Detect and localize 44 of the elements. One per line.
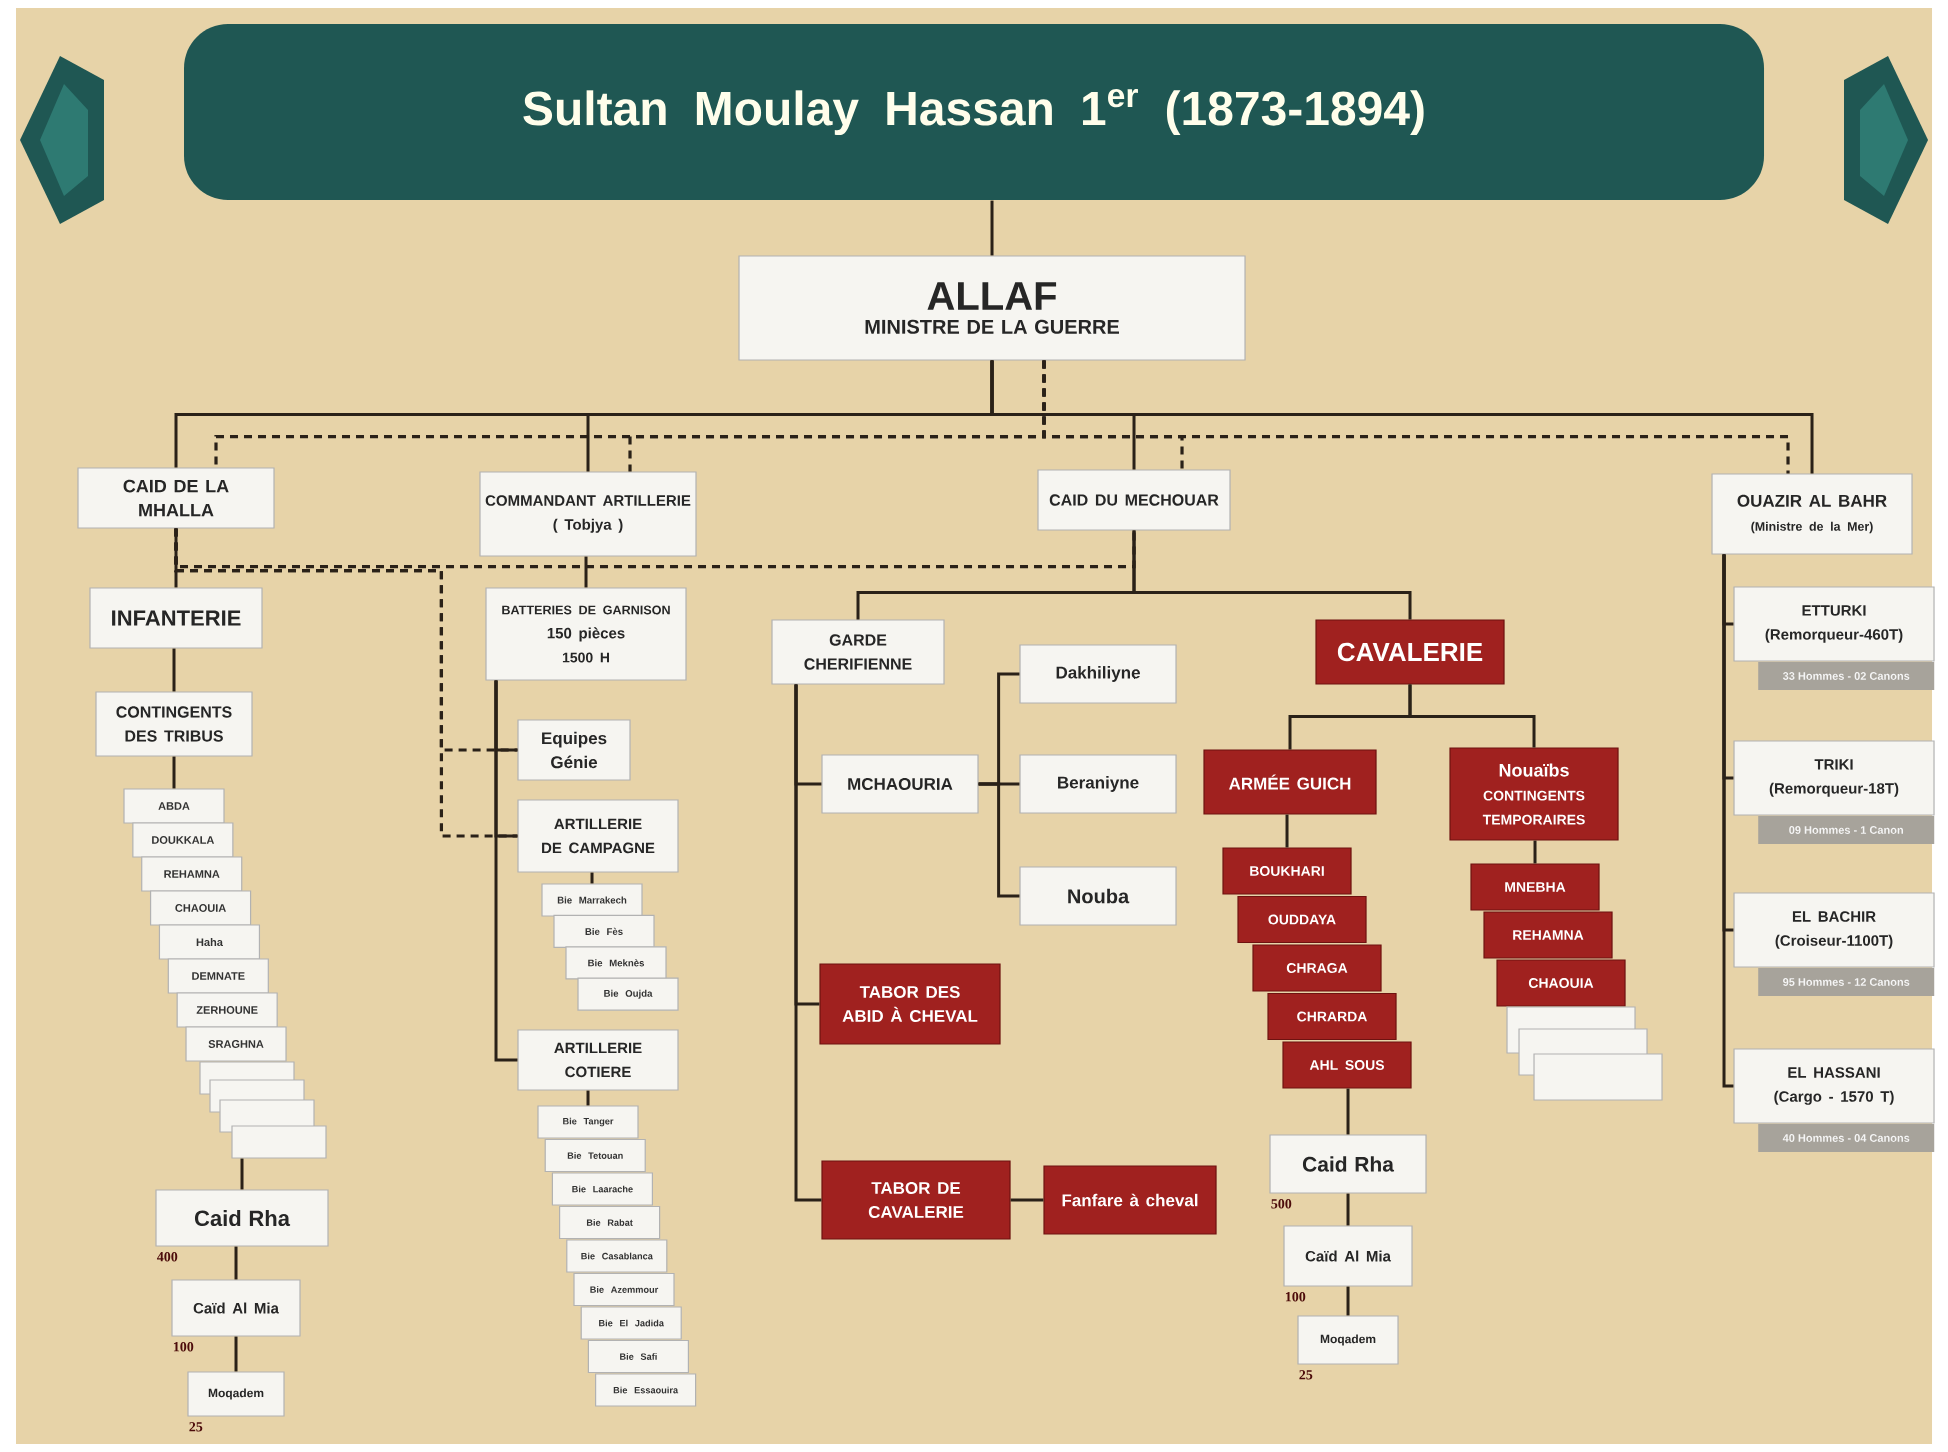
unit-box: ARMÉE GUICH <box>1203 749 1377 815</box>
connector-line <box>584 556 588 588</box>
unit-box: CONTINGENTS DES TRIBUS <box>95 691 253 757</box>
connector-line <box>494 680 518 1062</box>
unit-box: CAVALERIE <box>1315 619 1505 685</box>
connector-line <box>1408 684 1536 748</box>
unit-box: Caid Rha <box>1269 1134 1427 1194</box>
empty-card <box>231 1125 327 1159</box>
unit-box: ALLAF MINISTRE DE LA GUERRE <box>738 255 1246 361</box>
connector-line <box>794 684 822 1202</box>
unit-box: Dakhiliyne <box>1019 644 1177 704</box>
title-banner: Sultan Moulay Hassan 1$^{er}$ (1873-1894) <box>184 24 1764 200</box>
connector-line <box>1346 1193 1350 1226</box>
connector-line <box>990 200 994 256</box>
dashed-connector <box>174 528 1136 569</box>
connector-line <box>978 782 1020 898</box>
connector-line <box>240 1158 244 1190</box>
connector-line <box>1533 840 1537 864</box>
unit-box: CAID DU MECHOUAR <box>1037 469 1231 531</box>
unit-box: CAID DE LA MHALLA <box>77 467 275 529</box>
unit-box: Equipes Génie <box>517 719 631 781</box>
connector-line <box>172 648 176 692</box>
connector-line <box>172 756 176 789</box>
unit-box: Fanfare à cheval <box>1043 1165 1217 1235</box>
connector-line <box>1722 554 1734 1088</box>
unit-box: TABOR DES ABID À CHEVAL <box>819 963 1001 1045</box>
unit-box: INFANTERIE <box>89 587 263 649</box>
connector-line <box>586 1090 590 1106</box>
connector-line <box>234 1246 238 1280</box>
connector-line <box>234 1336 238 1372</box>
unit-box: MCHAOURIA <box>821 754 979 814</box>
connector-line <box>590 872 594 884</box>
connector-line <box>1285 814 1289 848</box>
unit-box: Beraniyne <box>1019 754 1177 814</box>
connector-line <box>1010 1198 1044 1202</box>
unit-box: Caid Rha <box>155 1189 329 1247</box>
connector-line <box>1346 1088 1350 1135</box>
unit-box: TABOR DE CAVALERIE <box>821 1160 1011 1240</box>
connector-line <box>1132 530 1412 620</box>
connector-line <box>1346 1286 1350 1316</box>
empty-card <box>1533 1053 1663 1101</box>
unit-box: Nouba <box>1019 866 1177 926</box>
dashed-connector <box>174 528 518 838</box>
unit-box: GARDE CHERIFIENNE <box>771 619 945 685</box>
